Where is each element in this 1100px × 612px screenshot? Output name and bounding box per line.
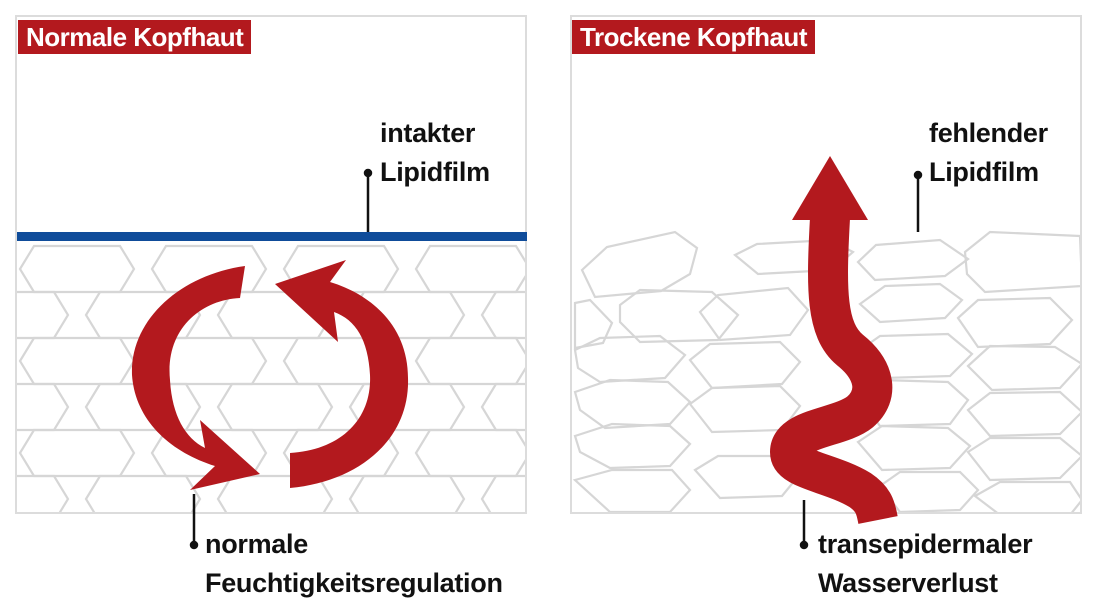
skin-cell: [548, 338, 662, 384]
label-water-loss: transepidermaler Wasserverlust: [818, 525, 1033, 603]
pointer-dot-fehlend: [913, 170, 923, 180]
skin-cell: [0, 522, 2, 568]
label-line: fehlender: [929, 118, 1048, 148]
skin-cell: [548, 246, 662, 292]
skin-cell: [20, 522, 134, 568]
skin-cell: [480, 290, 525, 340]
wavy-up-arrow-icon: [769, 156, 898, 524]
skin-cell: [18, 336, 136, 386]
skin-cell: [17, 290, 70, 340]
skin-cell: [18, 428, 136, 478]
skin-cell: [414, 244, 525, 294]
pointer-dot-trans: [799, 540, 809, 550]
label-line: Wasserverlust: [818, 568, 998, 598]
circular-arrows-icon: [131, 260, 409, 490]
skin-cell: [614, 476, 728, 522]
label-line: normale: [205, 529, 308, 559]
label-moisture-regulation: normale Feuchtigkeitsregulation: [205, 525, 503, 603]
label-missing-lipid-film: fehlender Lipidfilm: [929, 114, 1048, 192]
skin-cell: [0, 338, 2, 384]
skin-cell: [348, 474, 466, 512]
label-line: Lipidfilm: [929, 157, 1039, 187]
skin-cell: [84, 474, 202, 512]
water-loss-shaft: [769, 216, 898, 524]
skin-cell: [0, 430, 2, 476]
skin-cell: [548, 522, 662, 568]
label-line: transepidermaler: [818, 529, 1033, 559]
skin-cell: [0, 246, 2, 292]
circular-arrow-left: [131, 266, 260, 490]
circular-arrow-right: [275, 260, 409, 488]
pointer-dot-intakt: [363, 168, 373, 178]
skin-cell: [414, 336, 525, 386]
skin-cell: [680, 338, 794, 384]
skin-cell: [17, 474, 70, 512]
label-line: Lipidfilm: [380, 157, 490, 187]
skin-cell: [480, 474, 525, 512]
skin-cell: [18, 244, 136, 294]
skin-cell: [216, 382, 334, 432]
skin-cell: [17, 382, 70, 432]
pointer-dot-normal: [189, 540, 199, 550]
label-line: Feuchtigkeitsregulation: [205, 568, 503, 598]
lipid-film-line: [17, 232, 527, 241]
title-normal-scalp: Normale Kopfhaut: [18, 20, 252, 54]
label-intact-lipid-film: intakter Lipidfilm: [380, 114, 490, 192]
title-dry-scalp: Trockene Kopfhaut: [572, 20, 815, 54]
water-loss-arrowhead: [792, 156, 868, 220]
label-line: intakter: [380, 118, 476, 148]
skin-cell: [614, 292, 728, 338]
skin-cell: [680, 522, 794, 568]
skin-cell: [414, 428, 525, 478]
